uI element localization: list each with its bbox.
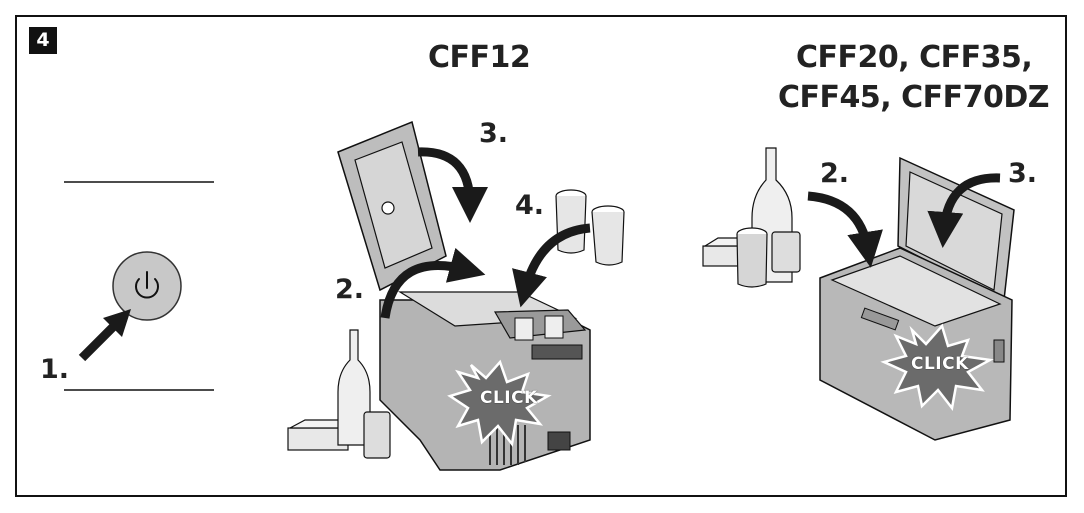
cff-large-illustration bbox=[702, 147, 1015, 441]
cff12-lid bbox=[337, 120, 447, 292]
cff12-step-2: 2. bbox=[335, 274, 365, 305]
food-items bbox=[287, 189, 625, 459]
cff12-title: CFF12 bbox=[428, 40, 531, 75]
cff12-click-label: CLICK bbox=[480, 388, 538, 408]
cff12-step-4: 4. bbox=[515, 190, 545, 221]
figure-number-badge: 4 bbox=[29, 27, 57, 54]
cff-large-step-2: 2. bbox=[820, 158, 850, 189]
power-step-label: 1. bbox=[40, 354, 70, 385]
power-icon bbox=[135, 271, 159, 299]
cff-large-step-3: 3. bbox=[1008, 158, 1038, 189]
click-burst-icon bbox=[447, 359, 552, 448]
figure-frame bbox=[15, 15, 1067, 497]
cff-large-title-line1: CFF20, CFF35, bbox=[796, 40, 1033, 75]
press-arrow-icon bbox=[78, 309, 131, 362]
cff12-illustration bbox=[287, 120, 625, 471]
cff-large-click-label: CLICK bbox=[911, 354, 969, 374]
cff-large-title-line2: CFF45, CFF70DZ bbox=[778, 80, 1050, 115]
cff12-step-3: 3. bbox=[479, 118, 509, 149]
large-step-arrow-icons bbox=[807, 173, 1001, 268]
power-panel bbox=[64, 181, 214, 391]
step-arrow-icons bbox=[380, 147, 591, 319]
large-food-items bbox=[702, 147, 801, 288]
large-click-burst-icon bbox=[880, 323, 994, 411]
